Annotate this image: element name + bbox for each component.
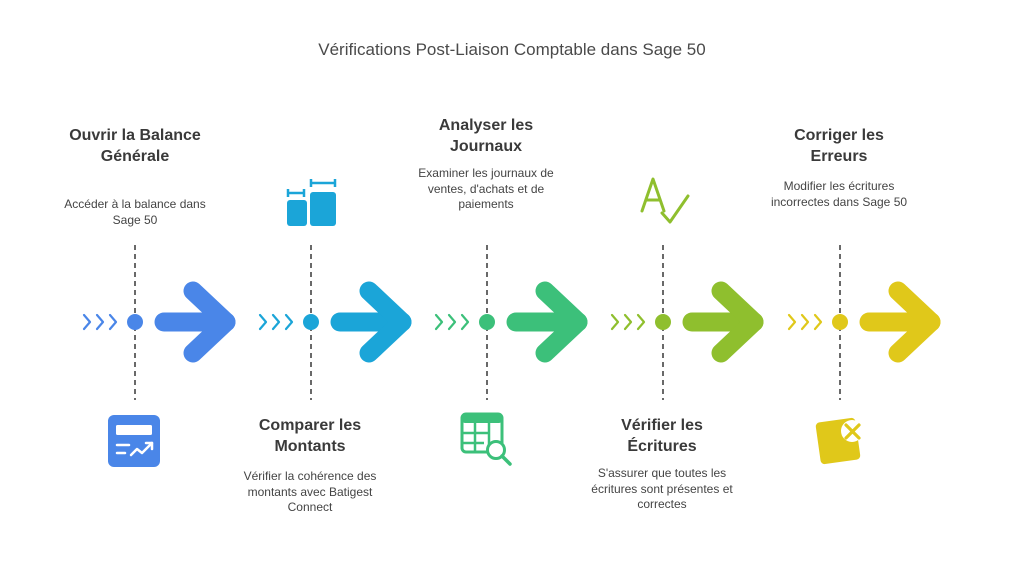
step-1-dot [127,314,143,330]
table-search-icon [460,412,512,466]
step-4-chevrons [610,313,646,331]
step-3-chevrons [434,313,470,331]
step-3-title: Analyser les Journaux [438,117,534,155]
step-5-description: Modifier les écritures incorrectes dans … [770,179,908,209]
step-5-chevrons [787,313,823,331]
note-cross-icon [815,417,863,465]
step-4-arrow [682,281,764,363]
step-2-description: Vérifier la cohérence des montants avec … [243,469,377,514]
step-1-chevrons [82,313,118,331]
step-1-arrow [154,281,236,363]
step-5-dot [832,314,848,330]
step-1-title: Ouvrir la Balance Générale [69,127,201,165]
report-chart-icon [108,415,160,467]
step-4-dot [655,314,671,330]
step-3-dot [479,314,495,330]
diagram-title: Vérifications Post-Liaison Comptable dan… [318,40,706,59]
compare-bars-icon [286,179,337,226]
step-2-chevrons [258,313,294,331]
step-5-arrow [859,281,941,363]
step-2-arrow [330,281,412,363]
step-4-description: S'assurer que toutes les écritures sont … [591,466,733,511]
step-2-dot [303,314,319,330]
spell-check-icon [640,177,690,224]
step-4-title: Vérifier les Écritures [621,417,703,455]
step-5-title: Corriger les Erreurs [794,127,884,165]
step-2-title: Comparer les Montants [258,417,362,455]
step-3-arrow [506,281,588,363]
step-1-description: Accéder à la balance dans Sage 50 [64,197,206,227]
step-3-description: Examiner les journaux de ventes, d'achat… [418,166,554,211]
